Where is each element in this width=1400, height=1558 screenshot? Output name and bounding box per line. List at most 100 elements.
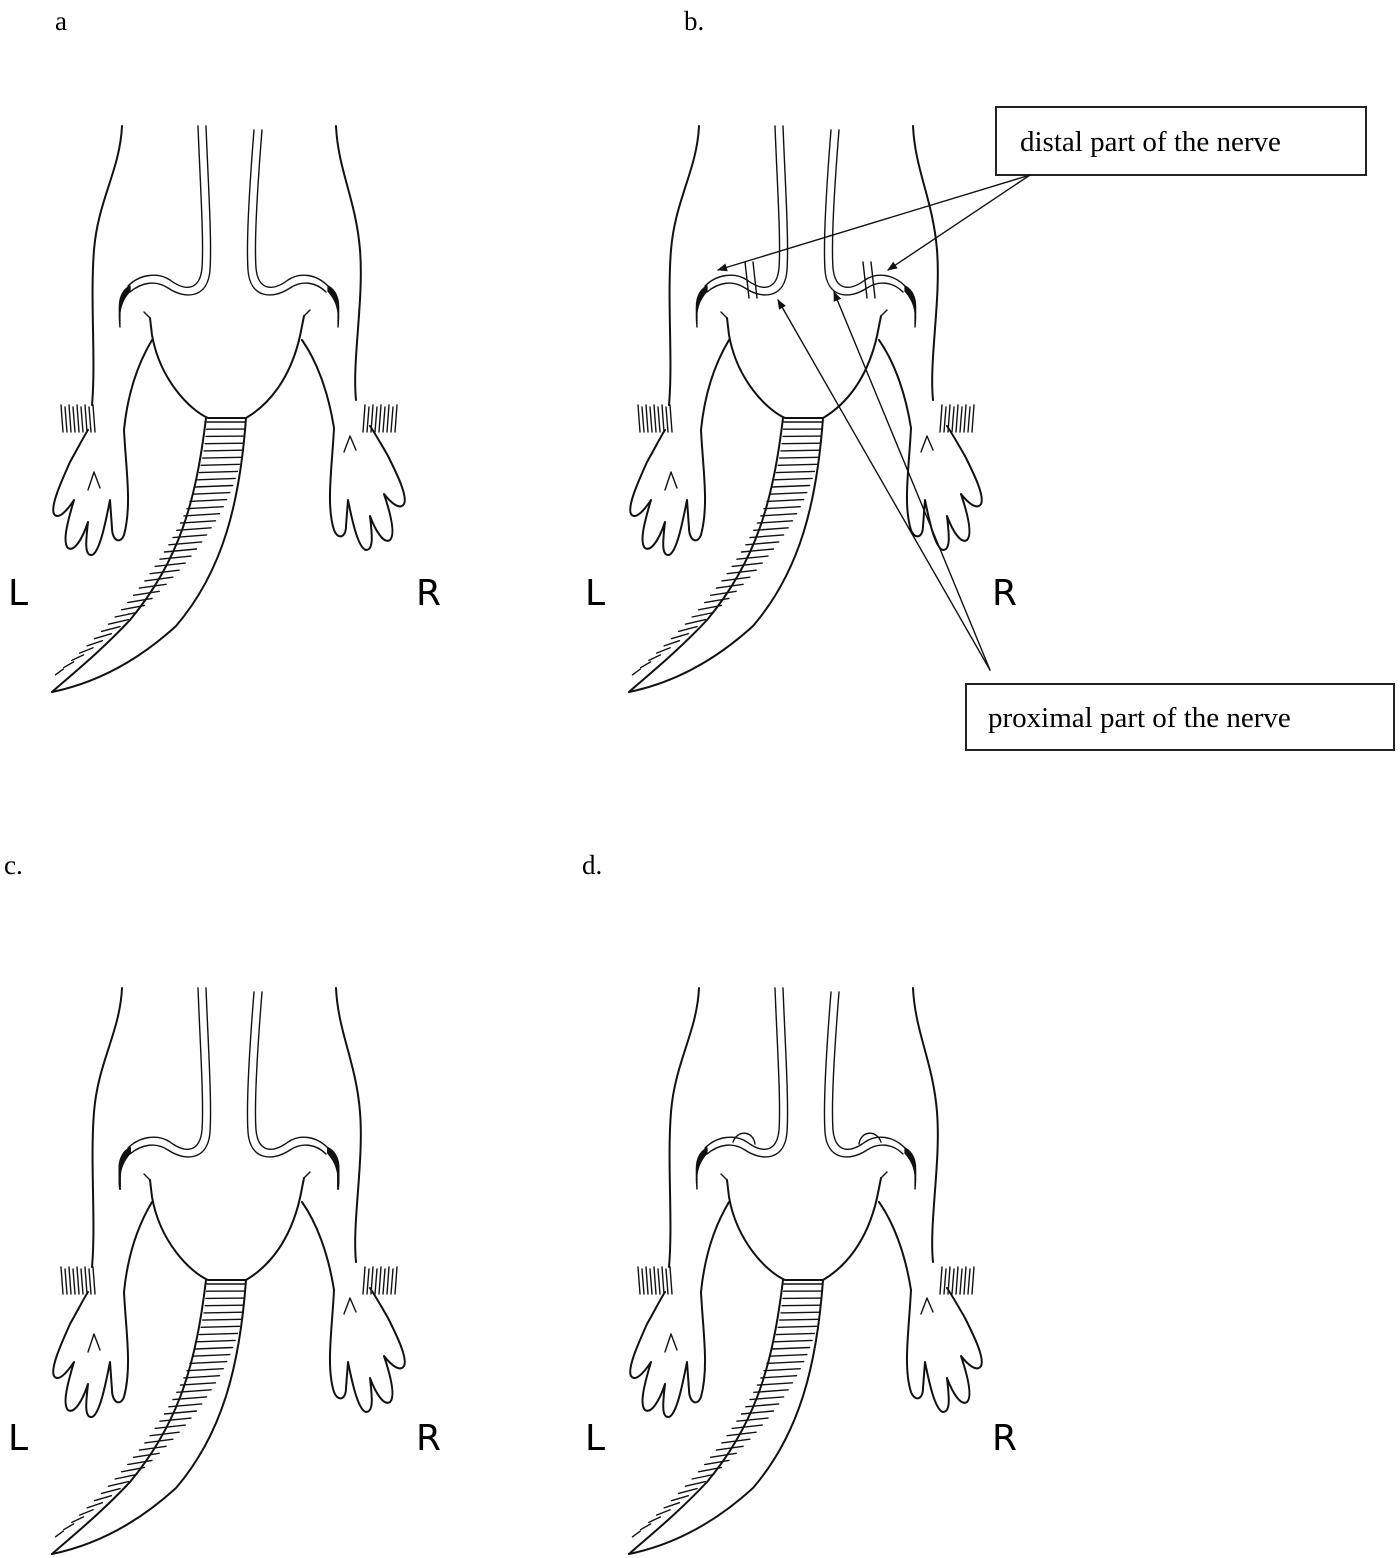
right-nerve-fiber xyxy=(327,290,340,328)
right-ankle-hatch xyxy=(939,404,943,433)
tail-ring xyxy=(172,1396,208,1401)
rat-drawing-b xyxy=(628,125,983,693)
tail-ring xyxy=(154,1424,186,1430)
tail-ring xyxy=(736,1417,769,1422)
tail-ring xyxy=(726,569,757,575)
left-nerve-inner xyxy=(706,987,789,1158)
right-ankle-hatch xyxy=(382,406,386,433)
left-ankle-hatch xyxy=(88,1268,92,1295)
tail-ring xyxy=(54,1530,65,1538)
tail-ring xyxy=(191,491,231,495)
tail-ring xyxy=(138,583,167,589)
tail-ring xyxy=(198,1332,239,1336)
tail-ring xyxy=(771,484,811,488)
tail-ring xyxy=(107,618,130,625)
right-ankle-hatch xyxy=(943,406,947,433)
left-nerve-fiber xyxy=(695,1152,708,1190)
left-side-label-a: L xyxy=(8,573,28,614)
right-ankle-hatch xyxy=(394,1266,398,1295)
proximal-callout: proximal part of the nerve xyxy=(777,291,1395,751)
left-nerve-fiber xyxy=(695,290,708,328)
left-nerve-inner xyxy=(129,125,212,296)
right-ankle-hatch xyxy=(971,1266,975,1295)
right-leg-inner xyxy=(878,339,912,429)
tail-ring xyxy=(749,1396,785,1401)
tail-ring xyxy=(721,576,751,582)
left-hip-notch xyxy=(720,311,728,319)
left-ankle-hatch xyxy=(661,1266,665,1295)
tail-ring xyxy=(203,1311,244,1314)
right-ankle-hatch xyxy=(374,1268,378,1295)
tail-ring xyxy=(138,1445,167,1451)
tail-ring xyxy=(183,513,221,517)
tail-ring xyxy=(179,520,217,524)
right-flank xyxy=(335,987,362,1263)
tail-left-edge xyxy=(51,1279,207,1555)
right-leg-inner xyxy=(878,1201,912,1291)
tail-ring xyxy=(179,1382,217,1386)
left-ankle-hatch xyxy=(641,1268,645,1295)
tail-ring xyxy=(677,1487,698,1495)
left-cut-mark-1 xyxy=(744,261,750,299)
left-ankle-hatch xyxy=(92,404,96,433)
left-ankle-hatch xyxy=(84,404,88,433)
left-nerve-fiber xyxy=(118,1152,131,1190)
tail-left-edge xyxy=(628,417,784,693)
left-ankle-hatch xyxy=(657,1268,661,1295)
tail-ring xyxy=(684,1480,707,1487)
right-foot xyxy=(905,404,983,551)
tail-ring xyxy=(763,505,801,510)
left-ankle-hatch xyxy=(80,1268,84,1295)
tail-ring xyxy=(773,477,813,481)
left-foot-outline xyxy=(52,1291,130,1418)
tail-right-edge xyxy=(51,1279,247,1555)
left-ankle-hatch xyxy=(60,404,64,433)
right-foot xyxy=(905,1266,983,1413)
distal-callout-text: distal part of the nerve xyxy=(1020,126,1281,158)
tail-ring xyxy=(168,541,203,546)
right-nerve-outer xyxy=(254,991,329,1150)
left-ankle-hatch xyxy=(641,406,645,433)
left-ankle-hatch xyxy=(72,1268,76,1295)
tail-ring xyxy=(740,548,775,553)
left-paw-mark xyxy=(87,471,101,491)
tail-ring xyxy=(740,1410,775,1415)
tail-ring xyxy=(120,1466,146,1473)
left-ankle-hatch xyxy=(76,404,80,433)
left-leg-inner xyxy=(700,339,730,431)
left-ankle-hatch xyxy=(645,1266,649,1295)
tail-ring xyxy=(648,654,662,662)
left-nerve-outer xyxy=(127,987,204,1150)
right-hip-notch xyxy=(303,309,311,317)
proximal-arrow-left xyxy=(777,299,991,671)
left-ankle-hatch xyxy=(649,1268,653,1295)
rat-drawing-c xyxy=(51,987,406,1555)
tail-ring xyxy=(768,1353,808,1357)
tail-ring xyxy=(54,668,65,676)
tail-ring xyxy=(756,1382,794,1386)
tail-ring xyxy=(186,505,224,510)
right-nerve-inner xyxy=(823,991,904,1158)
left-ankle-hatch xyxy=(669,404,673,433)
tail-ring xyxy=(697,1466,723,1473)
left-ankle-hatch xyxy=(649,406,653,433)
tail-ring xyxy=(771,1346,811,1350)
right-ankle-hatch xyxy=(378,1266,382,1295)
panel-label-c: c. xyxy=(4,850,23,880)
tail-ring xyxy=(78,1509,94,1516)
left-leg-inner xyxy=(700,1201,730,1293)
tail-ring xyxy=(204,442,245,445)
left-paw-mark xyxy=(87,1333,101,1353)
right-ankle-hatch xyxy=(366,406,370,433)
tail-ring xyxy=(78,647,94,654)
tail-ring xyxy=(777,1325,818,1329)
tail-ring xyxy=(86,640,104,647)
tail-left-edge xyxy=(628,1279,784,1555)
right-side-label-a: R xyxy=(416,573,441,614)
left-paw-mark xyxy=(664,471,678,491)
distal-callout: distal part of the nerve xyxy=(717,106,1367,272)
left-ankle-hatch xyxy=(665,1268,669,1295)
tail-ring xyxy=(144,576,174,582)
right-ankle-hatch xyxy=(951,1268,955,1295)
tail-ring xyxy=(631,668,642,676)
